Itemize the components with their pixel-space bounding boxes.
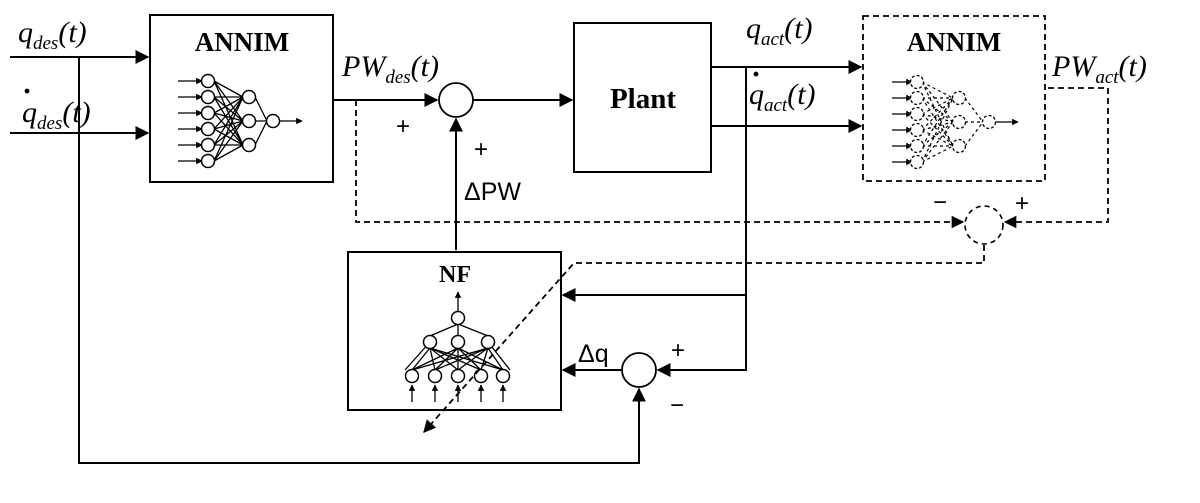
- qdot-des-label: qdes(t): [22, 96, 91, 134]
- q-des-label: qdes(t): [18, 16, 87, 54]
- sum3-sign-bottom: −: [670, 392, 684, 419]
- pw-act-label: PWact(t): [1051, 50, 1147, 88]
- sum-junction-3: [621, 352, 657, 388]
- sum2-sign-left: −: [933, 189, 947, 216]
- q-act-label: qact(t): [746, 12, 813, 50]
- qdot-des-dot: ·: [22, 75, 32, 108]
- plant-label: Plant: [610, 83, 676, 115]
- annim-des-block: ANNIM: [149, 14, 334, 183]
- qdot-act-dot: ·: [751, 58, 761, 91]
- dashed-signal-lines: [355, 87, 1109, 433]
- sum-junction-1: [438, 82, 474, 118]
- sum-junction-2: [964, 205, 1004, 245]
- annim-des-label: ANNIM: [195, 27, 290, 57]
- sum1-sign-left: +: [396, 113, 410, 140]
- qdot-act-label: qact(t): [749, 78, 816, 116]
- plant-block: Plant: [573, 22, 712, 173]
- nf-block: NF: [347, 251, 562, 411]
- annim-act-block: ANNIM: [862, 15, 1046, 182]
- annim-des-network-icon: [178, 73, 303, 169]
- annim-act-label: ANNIM: [907, 27, 1002, 57]
- nf-network-icon: [404, 291, 511, 402]
- solid-signal-lines: [10, 50, 863, 464]
- delta-q-label: Δq: [578, 340, 609, 368]
- sum3-sign-top: +: [671, 337, 685, 364]
- sum2-sign-right: +: [1015, 190, 1029, 217]
- sum1-sign-bottom: +: [474, 136, 488, 163]
- nf-label: NF: [439, 262, 471, 288]
- pw-des-label: PWdes(t): [341, 50, 439, 88]
- delta-pw-label: ΔPW: [464, 178, 521, 206]
- annim-act-network-icon: [892, 74, 1019, 170]
